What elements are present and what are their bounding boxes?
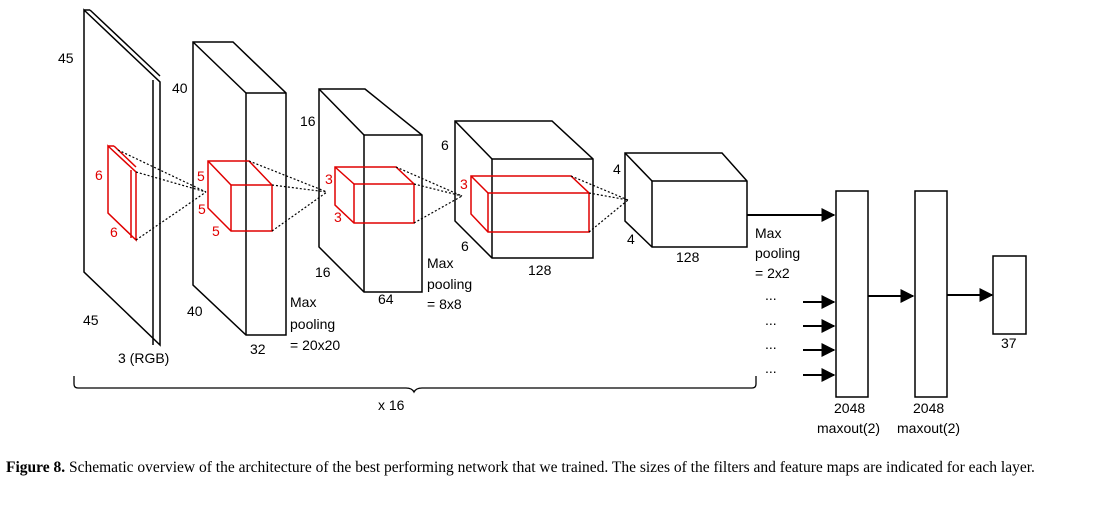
conv1-filter-width-label: 5	[198, 201, 206, 217]
dense1-activation-label: maxout(2)	[817, 420, 880, 436]
caption-label: Figure 8.	[6, 459, 66, 476]
connector-lines-3	[395, 166, 463, 224]
dense2-activation-label: maxout(2)	[897, 420, 960, 436]
conv3-height-label: 6	[441, 137, 449, 153]
output-size-label: 37	[1001, 335, 1017, 351]
conv3-filter	[470, 175, 590, 233]
caption-text: Schematic overview of the architecture o…	[69, 459, 1035, 476]
conv2-pool-line1: Max	[427, 255, 453, 271]
conv4-width-label: 4	[627, 231, 635, 247]
repeat-label: x 16	[378, 397, 405, 413]
dense2-size-label: 2048	[913, 400, 944, 416]
conv2-width-label: 16	[315, 264, 331, 280]
input-arrows	[747, 208, 836, 382]
input-width-label: 45	[83, 312, 99, 328]
input-layer	[83, 8, 161, 347]
conv2-filter	[334, 166, 415, 224]
connector-lines-1	[117, 149, 207, 241]
conv1-height-label: 40	[172, 80, 188, 96]
conv1-block	[192, 41, 287, 336]
conv3-width-label: 6	[461, 238, 469, 254]
conv4-depth-label: 128	[676, 249, 700, 265]
input-depth-label: 3 (RGB)	[118, 350, 169, 366]
input-height-label: 45	[58, 50, 74, 66]
conv1-filter-depth-label: 5	[212, 223, 220, 239]
dense1-layer	[835, 190, 869, 398]
conv1-pool-line1: Max	[290, 294, 316, 310]
conv2-depth-label: 64	[378, 291, 394, 307]
conv1-filter-height-label: 5	[197, 168, 205, 184]
conv4-block	[624, 152, 748, 248]
conv2-height-label: 16	[300, 113, 316, 129]
connector-lines-4	[570, 175, 629, 233]
conv3-block	[454, 120, 594, 259]
input-filter-height-label: 6	[95, 167, 103, 183]
conv1-pool-line3: = 20x20	[290, 337, 340, 353]
conv1-filter	[207, 160, 273, 232]
conv4-pool-line3: = 2x2	[755, 265, 790, 281]
conv2-filter-width-label: 3	[334, 209, 342, 225]
output-layer	[992, 255, 1027, 335]
dense1-size-label: 2048	[834, 400, 865, 416]
conv3-depth-label: 128	[528, 262, 552, 278]
ellipsis-1: ...	[765, 287, 777, 303]
dense2-layer	[914, 190, 948, 398]
conv2-filter-height-label: 3	[325, 171, 333, 187]
ellipsis-3: ...	[765, 336, 777, 352]
conv1-pool-line2: pooling	[290, 316, 335, 332]
conv2-pool-line3: = 8x8	[427, 296, 462, 312]
conv3-filter-height-label: 3	[460, 176, 468, 192]
input-filter-width-label: 6	[110, 224, 118, 240]
ellipsis-2: ...	[765, 312, 777, 328]
connector-lines-2	[248, 160, 328, 232]
conv4-height-label: 4	[613, 161, 621, 177]
figure-caption: Figure 8. Schematic overview of the arch…	[6, 457, 1096, 478]
repeat-brace	[73, 376, 757, 394]
conv1-width-label: 40	[187, 303, 203, 319]
conv4-pool-line1: Max	[755, 225, 781, 241]
conv1-depth-label: 32	[250, 341, 266, 357]
conv4-pool-line2: pooling	[755, 245, 800, 261]
conv2-pool-line2: pooling	[427, 276, 472, 292]
conv2-block	[318, 88, 423, 293]
ellipsis-4: ...	[765, 360, 777, 376]
architecture-diagram: 45 45 3 (RGB) 6 6 40 40 32 Max pooling =…	[58, 8, 1027, 436]
